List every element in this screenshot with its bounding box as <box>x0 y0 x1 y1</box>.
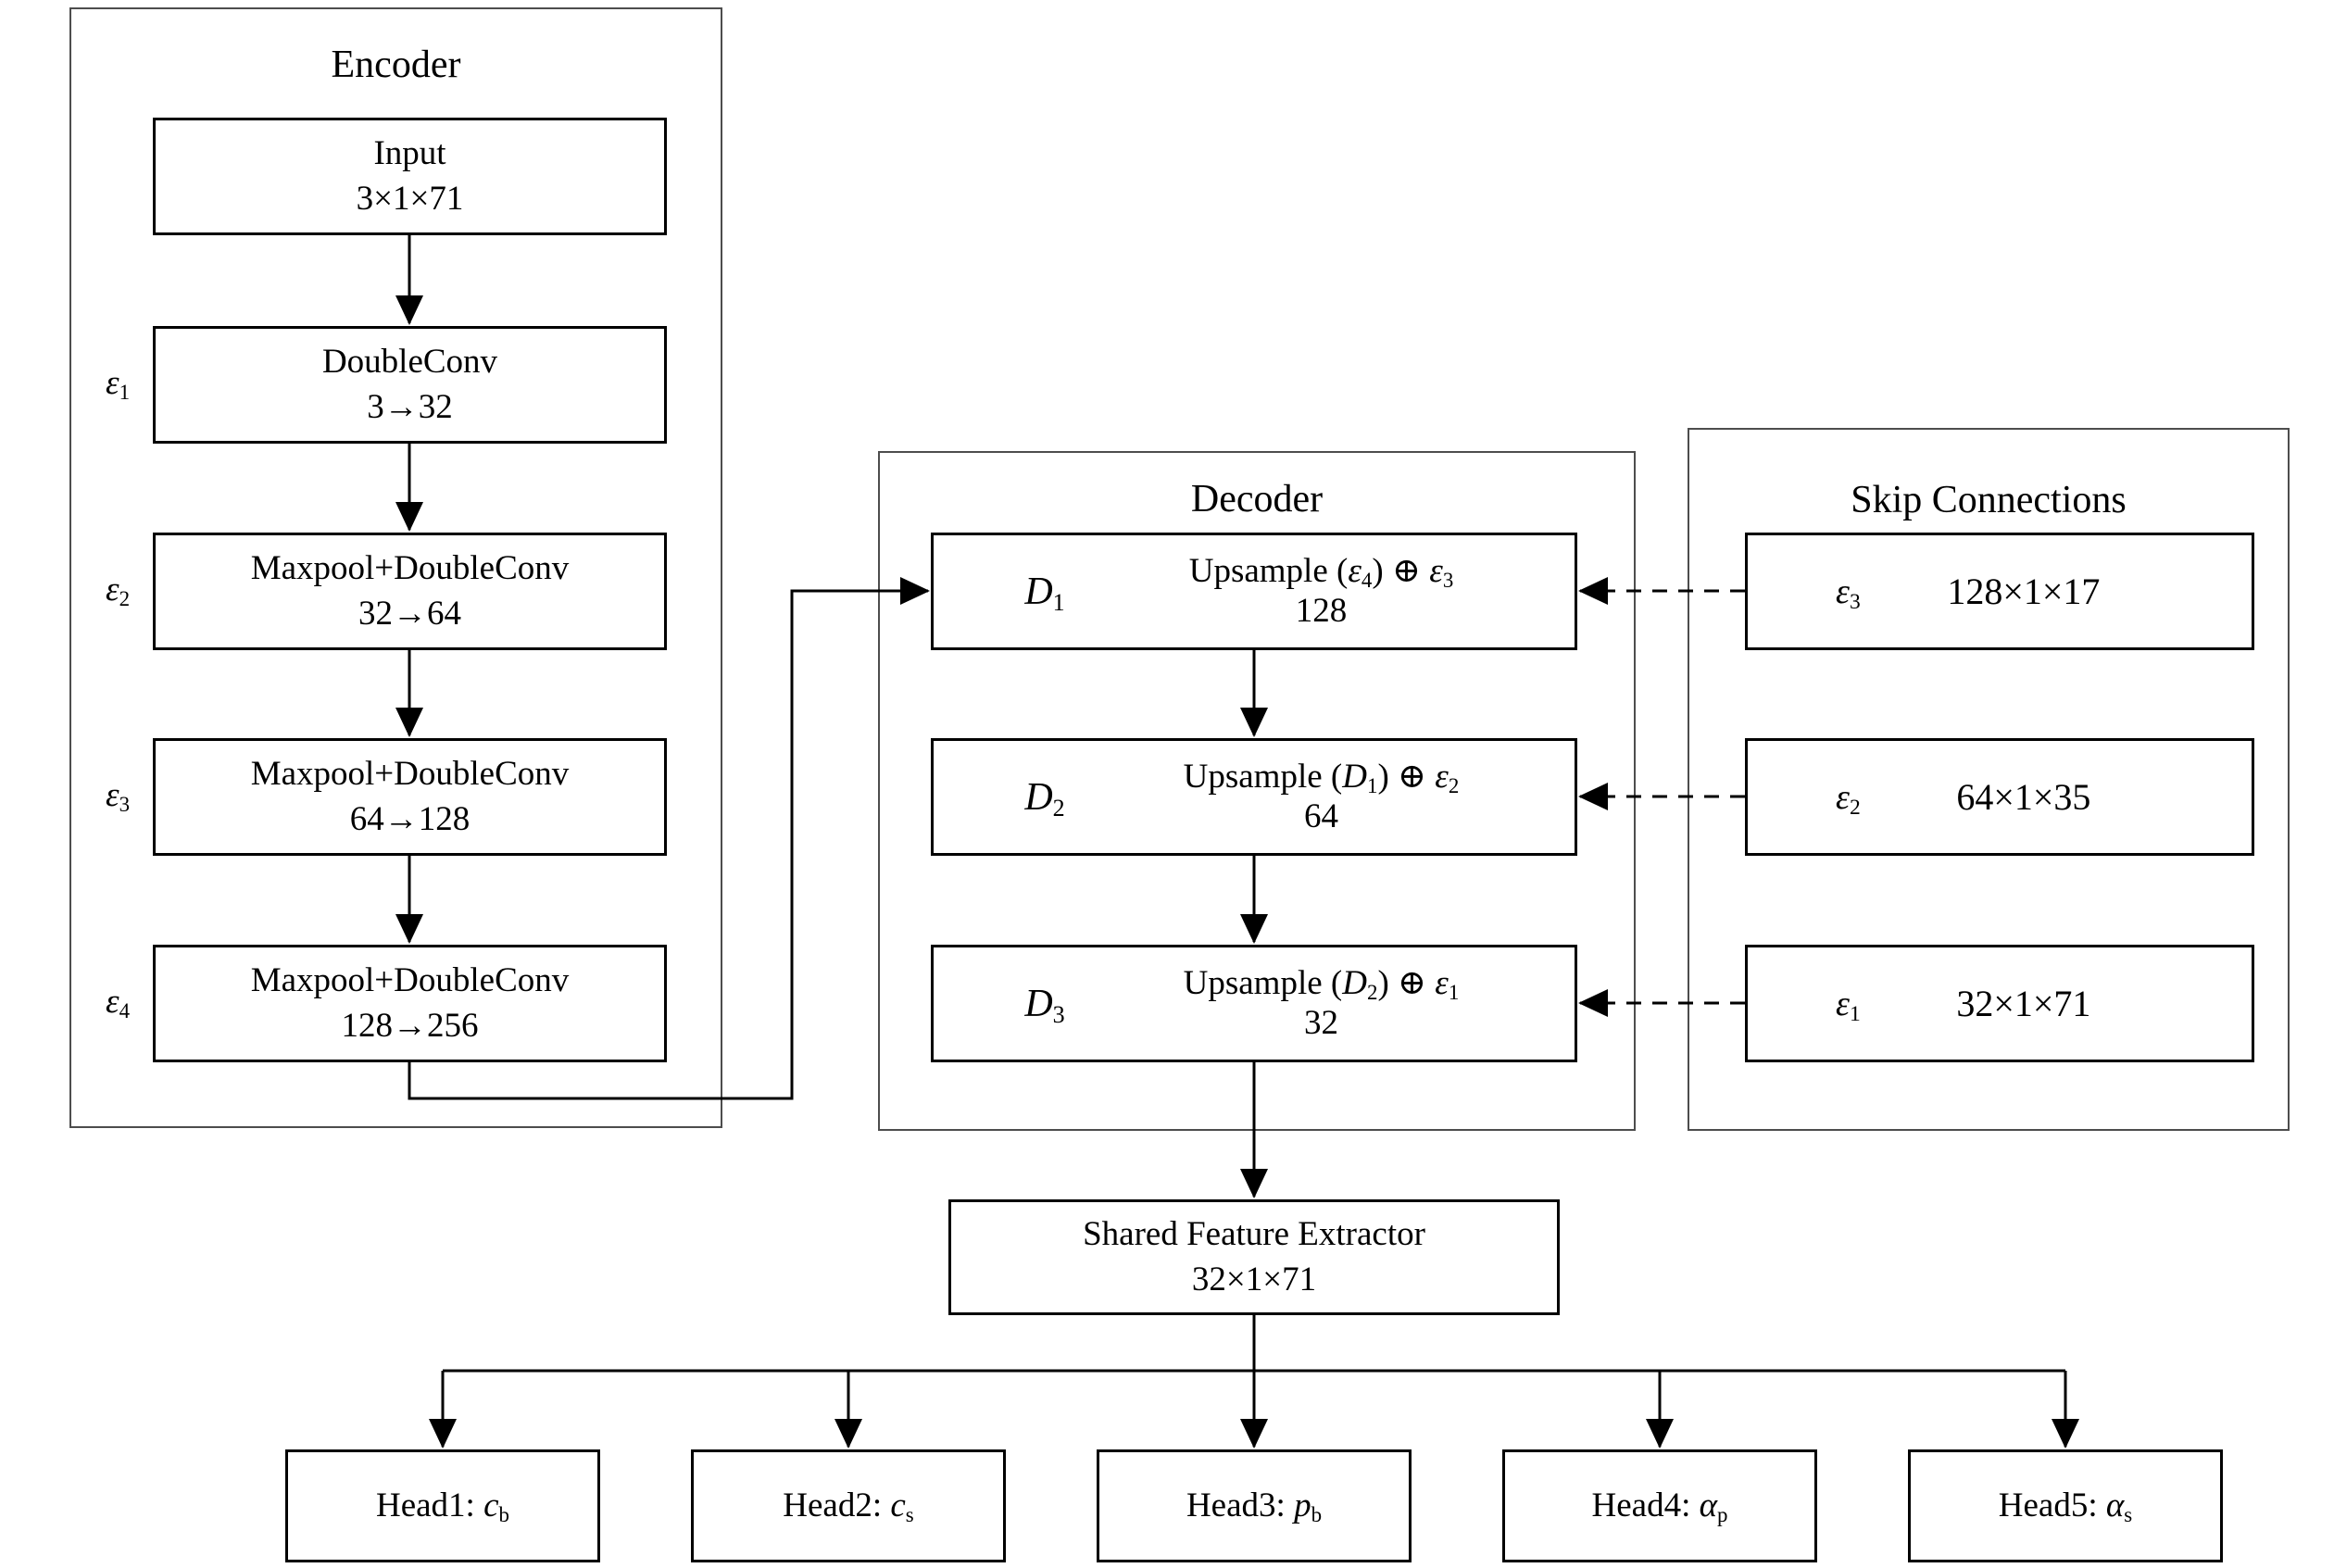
encoder-tag-e4: ε4 <box>76 982 159 1022</box>
skip-block-e2-dims: 64×1×35 <box>1956 776 2091 818</box>
head5-box: Head5: αs <box>1908 1449 2223 1562</box>
shared-feature-extractor: Shared Feature Extractor 32×1×71 <box>948 1199 1560 1315</box>
encoder-block-4-channels: 128→256 <box>341 1006 479 1045</box>
head5-label: Head5: αs <box>1998 1486 2133 1527</box>
encoder-block-1: DoubleConv 3→32 <box>153 326 667 444</box>
encoder-block-2-channels: 32→64 <box>358 594 461 633</box>
decoder-panel-title: Decoder <box>1190 478 1324 521</box>
encoder-block-3-title: Maxpool+DoubleConv <box>250 755 570 794</box>
shared-feature-extractor-shape: 32×1×71 <box>1191 1260 1317 1298</box>
shared-feature-extractor-title: Shared Feature Extractor <box>1083 1215 1425 1254</box>
skip-block-e2-tag: ε2 <box>1836 777 1861 821</box>
epsilon-subscript: 2 <box>119 587 131 611</box>
skip-block-e1-dims: 32×1×71 <box>1956 983 2091 1024</box>
head2-box: Head2: cs <box>691 1449 1006 1562</box>
skip-connections-panel-title: Skip Connections <box>1851 479 2127 521</box>
epsilon-symbol: ε <box>105 571 119 608</box>
head2-label: Head2: cs <box>783 1486 914 1527</box>
epsilon-subscript: 3 <box>119 793 131 817</box>
decoder-block-3-op-line: Upsample (D2) ⊕ ε1 <box>1183 963 1460 1005</box>
epsilon-subscript: 4 <box>119 999 131 1023</box>
epsilon-subscript: 1 <box>119 381 131 405</box>
epsilon-symbol: ε <box>105 776 119 814</box>
decoder-block-1-channels: 128 <box>1295 591 1348 630</box>
d-subscript: 2 <box>1052 794 1065 822</box>
input-block-shape: 3×1×71 <box>356 179 464 218</box>
decoder-block-2-op: Upsample (D1) ⊕ ε2 64 <box>1114 758 1575 836</box>
input-block-title: Input <box>373 134 446 173</box>
d-subscript: 3 <box>1052 1000 1065 1028</box>
skip-connections-panel: Skip Connections <box>1688 428 2290 1131</box>
decoder-block-3-op: Upsample (D2) ⊕ ε1 32 <box>1114 964 1575 1043</box>
skip-block-e2: ε2 64×1×35 <box>1745 738 2254 856</box>
decoder-panel: Decoder <box>878 451 1636 1131</box>
head1-label: Head1: cb <box>375 1486 509 1527</box>
arrow-e4-to-d1 <box>408 577 930 1100</box>
d-subscript: 1 <box>1052 588 1065 616</box>
encoder-panel: Encoder <box>69 7 722 1128</box>
input-block: Input 3×1×71 <box>153 118 667 235</box>
head4-label: Head4: αp <box>1591 1486 1728 1527</box>
d-symbol: D <box>1024 775 1053 819</box>
encoder-block-4-title: Maxpool+DoubleConv <box>250 961 570 1000</box>
skip-block-e3-dims: 128×1×17 <box>1947 571 2101 612</box>
epsilon-symbol: ε <box>105 983 119 1021</box>
encoder-block-3-channels: 64→128 <box>349 799 471 838</box>
encoder-block-1-title: DoubleConv <box>321 343 498 382</box>
skip-block-e3: ε3 128×1×17 <box>1745 533 2254 650</box>
decoder-block-1-op-line: Upsample (ε4) ⊕ ε3 <box>1188 551 1454 593</box>
decoder-block-2-channels: 64 <box>1304 797 1338 835</box>
encoder-block-4: Maxpool+DoubleConv 128→256 <box>153 945 667 1062</box>
encoder-block-1-channels: 3→32 <box>367 387 453 426</box>
d-symbol: D <box>1024 570 1053 613</box>
decoder-block-3-tag: D3 <box>975 982 1114 1028</box>
encoder-tag-e3: ε3 <box>76 775 159 817</box>
head4-box: Head4: αp <box>1502 1449 1817 1562</box>
decoder-block-1-tag: D1 <box>975 570 1114 616</box>
decoder-block-2-op-line: Upsample (D1) ⊕ ε2 <box>1183 757 1460 798</box>
encoder-block-2: Maxpool+DoubleConv 32→64 <box>153 533 667 650</box>
encoder-block-2-title: Maxpool+DoubleConv <box>250 549 570 588</box>
encoder-tag-e1: ε1 <box>76 363 159 405</box>
skip-block-e1: ε1 32×1×71 <box>1745 945 2254 1062</box>
encoder-block-3: Maxpool+DoubleConv 64→128 <box>153 738 667 856</box>
decoder-block-2-tag: D2 <box>975 775 1114 822</box>
head3-label: Head3: pb <box>1186 1486 1323 1527</box>
skip-block-e3-tag: ε3 <box>1836 571 1861 615</box>
decoder-block-1: D1 Upsample (ε4) ⊕ ε3 128 <box>931 533 1577 650</box>
encoder-panel-title: Encoder <box>331 44 461 86</box>
skip-block-e1-tag: ε1 <box>1836 984 1861 1027</box>
decoder-block-2: D2 Upsample (D1) ⊕ ε2 64 <box>931 738 1577 856</box>
d-symbol: D <box>1024 982 1053 1025</box>
decoder-block-3: D3 Upsample (D2) ⊕ ε1 32 <box>931 945 1577 1062</box>
decoder-block-3-channels: 32 <box>1304 1003 1338 1042</box>
decoder-block-1-op: Upsample (ε4) ⊕ ε3 128 <box>1114 552 1575 631</box>
head3-box: Head3: pb <box>1097 1449 1412 1562</box>
epsilon-symbol: ε <box>105 364 119 402</box>
head1-box: Head1: cb <box>285 1449 600 1562</box>
encoder-tag-e2: ε2 <box>76 570 159 611</box>
